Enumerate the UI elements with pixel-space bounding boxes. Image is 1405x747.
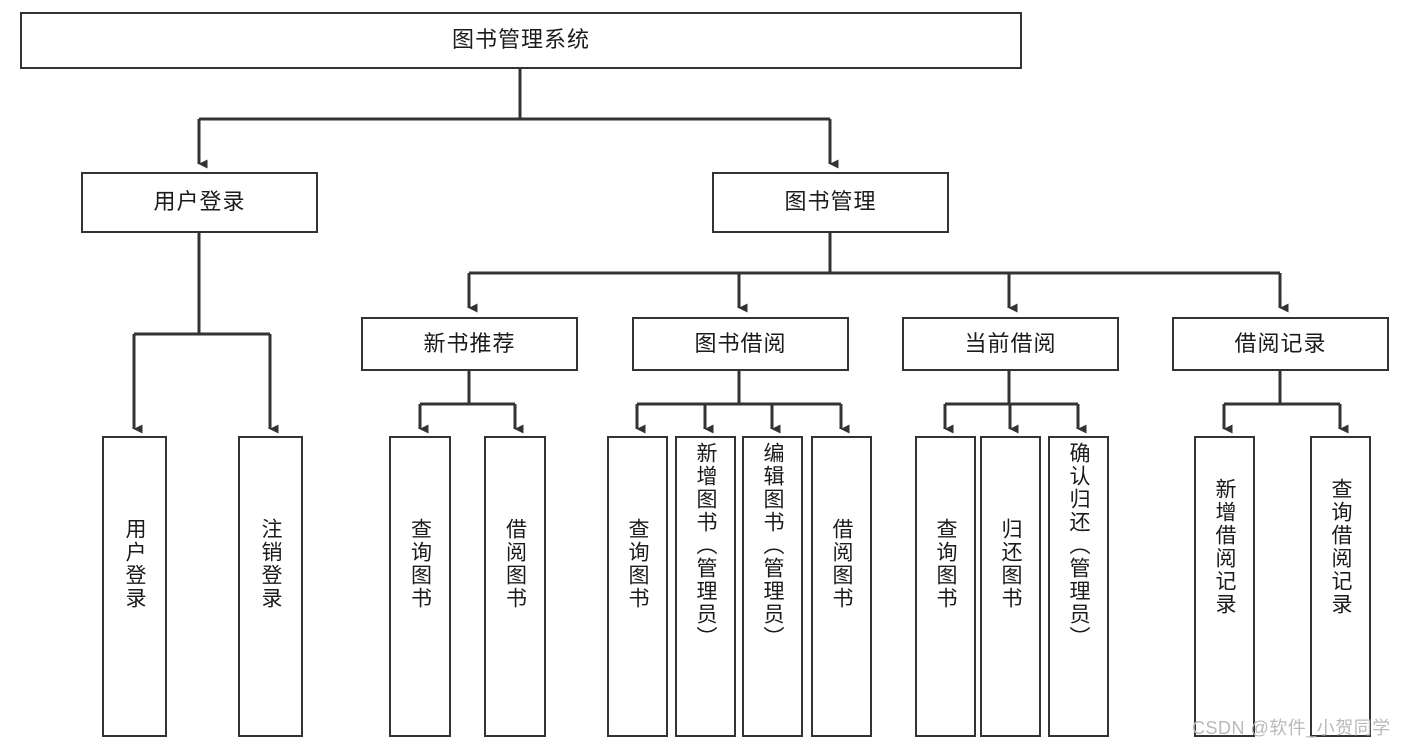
node-label: 借阅图书 [503, 518, 527, 610]
node-label: 新书推荐 [423, 330, 516, 356]
csdn-watermark: CSDN @软件_小贺同学 [1192, 718, 1391, 738]
leaf-current-borrow-confirm-return-admin[interactable]: 确认归还（管理员） [1048, 436, 1109, 737]
leaf-borrow-record-query-record[interactable]: 查询借阅记录 [1310, 436, 1371, 737]
node-borrow-record[interactable]: 借阅记录 [1172, 317, 1389, 371]
node-book-borrow[interactable]: 图书借阅 [632, 317, 849, 371]
node-new-book-recommend[interactable]: 新书推荐 [361, 317, 578, 371]
leaf-book-borrow-query-book[interactable]: 查询图书 [607, 436, 668, 737]
node-label: 确认归还（管理员） [1067, 442, 1090, 649]
leaf-current-borrow-return-book[interactable]: 归还图书 [980, 436, 1041, 737]
node-label: 图书借阅 [694, 330, 787, 356]
leaf-book-borrow-borrow-book[interactable]: 借阅图书 [811, 436, 872, 737]
node-label: 查询图书 [408, 518, 432, 610]
leaf-borrow-record-add-record[interactable]: 新增借阅记录 [1194, 436, 1255, 737]
node-label: 注销登录 [259, 518, 282, 610]
node-root-book-management-system[interactable]: 图书管理系统 [20, 12, 1022, 69]
node-label: 当前借阅 [964, 330, 1057, 356]
node-label: 新增借阅记录 [1213, 478, 1236, 616]
node-label: 图书管理系统 [451, 27, 590, 53]
node-label: 编辑图书（管理员） [761, 442, 784, 649]
leaf-user-login-login[interactable]: 用户登录 [102, 436, 167, 737]
node-current-borrow[interactable]: 当前借阅 [902, 317, 1119, 371]
node-label: 借阅图书 [830, 518, 853, 610]
node-label: 查询图书 [934, 518, 957, 610]
leaf-user-login-logout[interactable]: 注销登录 [238, 436, 303, 737]
leaf-current-borrow-query-book[interactable]: 查询图书 [915, 436, 976, 737]
leaf-new-book-query-book[interactable]: 查询图书 [389, 436, 451, 737]
node-label: 新增图书（管理员） [694, 442, 717, 649]
node-label: 图书管理 [784, 189, 877, 215]
node-label: 用户登录 [123, 518, 146, 610]
leaf-book-borrow-edit-book-admin[interactable]: 编辑图书（管理员） [742, 436, 803, 737]
node-book-management[interactable]: 图书管理 [712, 172, 949, 233]
leaf-book-borrow-add-book-admin[interactable]: 新增图书（管理员） [675, 436, 736, 737]
node-label: 借阅记录 [1234, 330, 1327, 356]
node-user-login[interactable]: 用户登录 [81, 172, 318, 233]
node-label: 归还图书 [999, 518, 1022, 610]
node-label: 查询借阅记录 [1329, 478, 1352, 616]
node-label: 用户登录 [153, 189, 246, 215]
node-label: 查询图书 [626, 518, 649, 610]
leaf-new-book-borrow-book[interactable]: 借阅图书 [484, 436, 546, 737]
